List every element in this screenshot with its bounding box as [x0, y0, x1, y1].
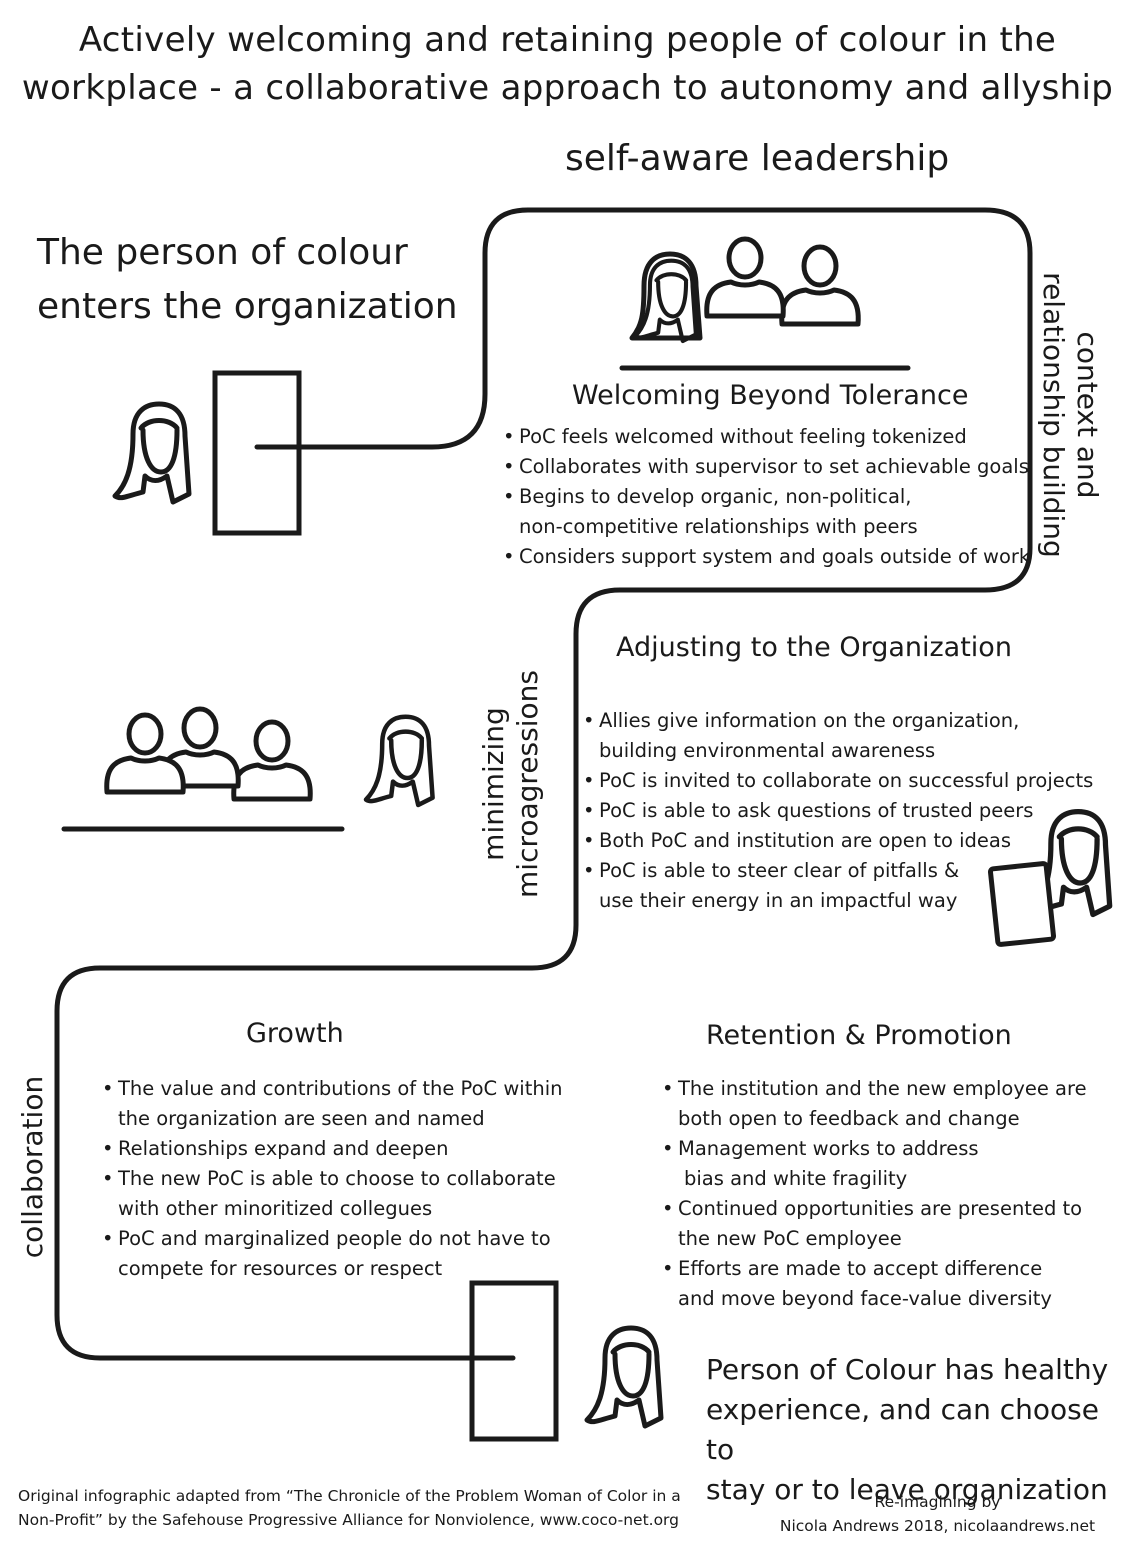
list-item: Considers support system and goals outsi… [503, 542, 1030, 572]
journey-path [54, 207, 1033, 1361]
welcoming-list: PoC feels welcomed without feeling token… [503, 422, 1030, 572]
peers-group-icon [61, 709, 345, 832]
exiting-person-icon [587, 1328, 661, 1426]
end-line-2: experience, and can choose to [706, 1393, 1099, 1466]
list-item: Collaborates with supervisor to set achi… [503, 452, 1030, 482]
retention-list: The institution and the new employee are… [662, 1074, 1087, 1314]
label-minimizing-line-1: minimizing [477, 707, 510, 861]
list-item: building environmental awareness [583, 736, 1093, 766]
list-item: Efforts are made to accept difference [662, 1254, 1087, 1284]
label-context-line-2: relationship building [1037, 272, 1070, 558]
footer-source-line-2: Non-Profit” by the Safehouse Progressive… [18, 1511, 679, 1529]
adjusting-person-icon [366, 717, 433, 805]
list-item: PoC is able to ask questions of trusted … [583, 796, 1093, 826]
start-line-2: enters the organization [37, 286, 458, 327]
list-item-text: bias and white fragility [684, 1167, 908, 1190]
end-text: Person of Colour has healthy experience,… [706, 1350, 1135, 1510]
list-item: the organization are seen and named [102, 1104, 563, 1134]
list-item: both open to feedback and change [662, 1104, 1087, 1134]
footer-credit-line-1: Re-imagining by [874, 1493, 1001, 1511]
list-item: Management works to address [662, 1134, 1087, 1164]
list-item: The institution and the new employee are [662, 1074, 1087, 1104]
end-line-3: stay or to leave organization [706, 1473, 1108, 1506]
list-item: use their energy in an impactful way [583, 886, 1093, 916]
list-item: Relationships expand and deepen [102, 1134, 563, 1164]
list-item: PoC feels welcomed without feeling token… [503, 422, 1030, 452]
adjusting-title: Adjusting to the Organization [616, 632, 1012, 663]
welcoming-group-icon [619, 239, 911, 371]
list-item-text: use their energy in an impactful way [599, 889, 958, 912]
list-item: with other minoritized collegues [102, 1194, 563, 1224]
list-item-text: the new PoC employee [678, 1227, 902, 1250]
list-item: PoC and marginalized people do not have … [102, 1224, 563, 1254]
start-line-1: The person of colour [37, 232, 408, 273]
label-minimizing-line-2: microagressions [511, 670, 544, 898]
list-item: The new PoC is able to choose to collabo… [102, 1164, 563, 1194]
title-line-1: Actively welcoming and retaining people … [78, 20, 1057, 60]
list-item: PoC is able to steer clear of pitfalls & [583, 856, 1093, 886]
start-text: The person of colour enters the organiza… [37, 226, 458, 334]
label-self-aware-leadership: self-aware leadership [565, 138, 950, 179]
list-item: non-competitive relationships with peers [503, 512, 1030, 542]
end-line-1: Person of Colour has healthy [706, 1353, 1109, 1386]
label-collaboration: collaboration [16, 1075, 49, 1259]
entering-person-icon [115, 404, 189, 502]
label-context-line-1: context and [1071, 331, 1104, 499]
page-title: Actively welcoming and retaining people … [0, 16, 1135, 112]
list-item: Begins to develop organic, non-political… [503, 482, 1030, 512]
label-minimizing-microaggressions: minimizing microagressions [477, 634, 545, 934]
footer-source: Original infographic adapted from “The C… [18, 1484, 681, 1532]
list-item-text: with other minoritized collegues [118, 1197, 433, 1220]
label-context-relationship: context and relationship building [1036, 265, 1104, 565]
list-item: bias and white fragility [662, 1164, 1087, 1194]
list-item: the new PoC employee [662, 1224, 1087, 1254]
list-item-text: building environmental awareness [599, 739, 936, 762]
retention-title: Retention & Promotion [706, 1020, 1012, 1051]
list-item: compete for resources or respect [102, 1254, 563, 1284]
footer-source-line-1: Original infographic adapted from “The C… [18, 1487, 681, 1505]
growth-title: Growth [246, 1018, 344, 1049]
list-item: Allies give information on the organizat… [583, 706, 1093, 736]
entry-door-icon [212, 370, 302, 536]
welcoming-title: Welcoming Beyond Tolerance [572, 380, 969, 411]
list-item: Continued opportunities are presented to [662, 1194, 1087, 1224]
exit-door-icon [469, 1280, 559, 1442]
list-item-text: the organization are seen and named [118, 1107, 485, 1130]
adjusting-list: Allies give information on the organizat… [583, 706, 1093, 916]
list-item-text: compete for resources or respect [118, 1257, 443, 1280]
list-item-text: and move beyond face-value diversity [678, 1287, 1052, 1310]
list-item: The value and contributions of the PoC w… [102, 1074, 563, 1104]
footer-credit-line-2: Nicola Andrews 2018, nicolaandrews.net [779, 1517, 1096, 1535]
list-item-text: non-competitive relationships with peers [519, 515, 918, 538]
list-item: PoC is invited to collaborate on success… [583, 766, 1093, 796]
list-item: and move beyond face-value diversity [662, 1284, 1087, 1314]
growth-list: The value and contributions of the PoC w… [102, 1074, 563, 1284]
footer-credit: Re-imagining by Nicola Andrews 2018, nic… [760, 1490, 1115, 1538]
list-item: Both PoC and institution are open to ide… [583, 826, 1093, 856]
title-line-2: workplace - a collaborative approach to … [21, 68, 1114, 108]
list-item-text: both open to feedback and change [678, 1107, 1020, 1130]
